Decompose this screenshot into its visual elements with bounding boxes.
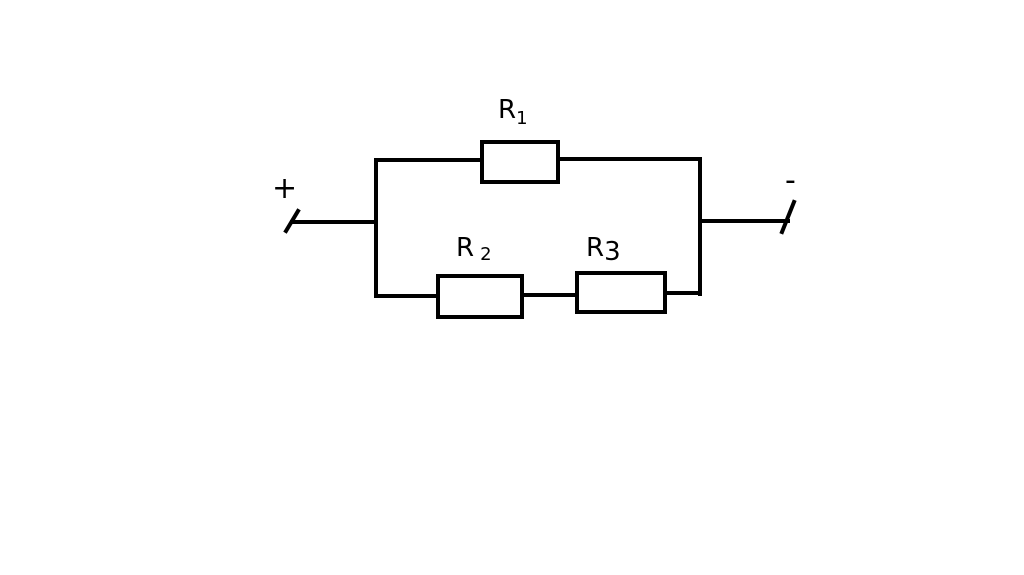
- label-r2-index: 2: [480, 244, 491, 265]
- label-r1: R1: [498, 95, 528, 129]
- label-r3-letter: R: [586, 233, 604, 263]
- label-r2-letter: R: [456, 233, 474, 263]
- positive-sign: +: [272, 171, 297, 206]
- label-r3: R3: [586, 233, 621, 267]
- resistor-r2: [436, 274, 524, 319]
- label-r1-index: 1: [516, 108, 527, 129]
- resistor-r3: [575, 271, 667, 314]
- positive-terminal-tick: [283, 208, 301, 234]
- label-r3-index: 3: [604, 237, 621, 267]
- negative-sign: -: [785, 163, 796, 198]
- negative-terminal-tick: [779, 199, 797, 235]
- resistor-r1: [480, 140, 560, 184]
- label-r1-letter: R: [498, 95, 516, 125]
